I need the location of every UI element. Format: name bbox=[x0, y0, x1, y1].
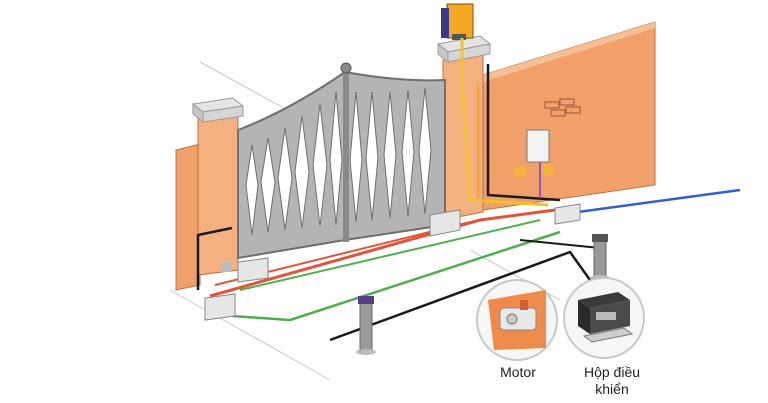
right-wall bbox=[482, 21, 656, 211]
photocell-icon bbox=[590, 234, 610, 281]
warning-lamp-icon bbox=[441, 3, 474, 40]
control-box-label-line2: khiển bbox=[595, 381, 629, 397]
wire-photocell-right bbox=[519, 239, 601, 249]
wire-green-main bbox=[231, 230, 561, 322]
gate-bars bbox=[245, 87, 432, 236]
motor-label: Motor bbox=[500, 364, 536, 380]
right-pillar bbox=[436, 35, 492, 221]
wire-black-ground bbox=[329, 250, 592, 342]
junction-box-icon bbox=[514, 129, 554, 178]
left-wall bbox=[175, 143, 201, 291]
control-box-icon bbox=[563, 277, 645, 359]
wire-black-right bbox=[486, 64, 561, 202]
wire-black-main bbox=[196, 226, 233, 290]
wire-blue bbox=[577, 188, 741, 214]
left-pillar bbox=[191, 97, 245, 276]
photocell-icon bbox=[356, 296, 376, 355]
motor-icon bbox=[476, 279, 558, 361]
wiring bbox=[196, 38, 741, 342]
wire-yellow bbox=[460, 38, 549, 207]
control-box-label: Hộp điều khiển bbox=[560, 364, 664, 398]
control-box-label-line1: Hộp điều bbox=[583, 364, 641, 380]
wire-red-main bbox=[209, 208, 556, 298]
swing-gate bbox=[237, 62, 446, 260]
wire-green-upper bbox=[239, 219, 541, 291]
control-box-base bbox=[204, 203, 581, 321]
motor-base-right bbox=[429, 209, 461, 237]
brick-icon bbox=[544, 98, 581, 117]
motor-base-left bbox=[222, 257, 269, 283]
